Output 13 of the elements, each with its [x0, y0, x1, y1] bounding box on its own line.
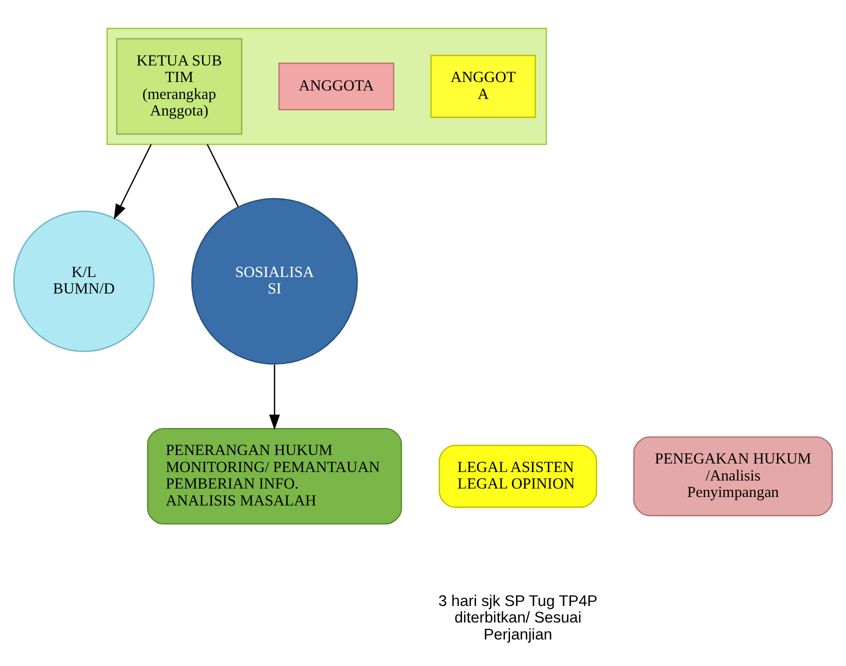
node-circle: K/L BUMN/D: [13, 210, 155, 352]
node-box: ANGGOT A: [430, 54, 536, 118]
arrow: [269, 364, 280, 430]
cluster: [106, 27, 547, 145]
node-box: LEGAL ASISTEN LEGAL OPINION: [438, 444, 598, 508]
arrow: [114, 144, 152, 220]
node-box: ANGGOTA: [278, 62, 394, 110]
node-box: PENEGAKAN HUKUM /Analisis Penyimpangan: [633, 436, 833, 516]
connector: [206, 144, 239, 206]
node-box: KETUA SUB TIM (merangkap Anggota): [116, 38, 242, 134]
label: 3 hari sjk SP Tug TP4P diterbitkan/ Sesuai Perjanjian: [438, 592, 598, 643]
node-box: PENERANGAN HUKUM MONITORING/ PEMANTAUAN PEMBERIAN INFO. ANALISIS MASALAH: [147, 427, 402, 524]
node-circle: SOSIALISA SI: [191, 198, 358, 364]
